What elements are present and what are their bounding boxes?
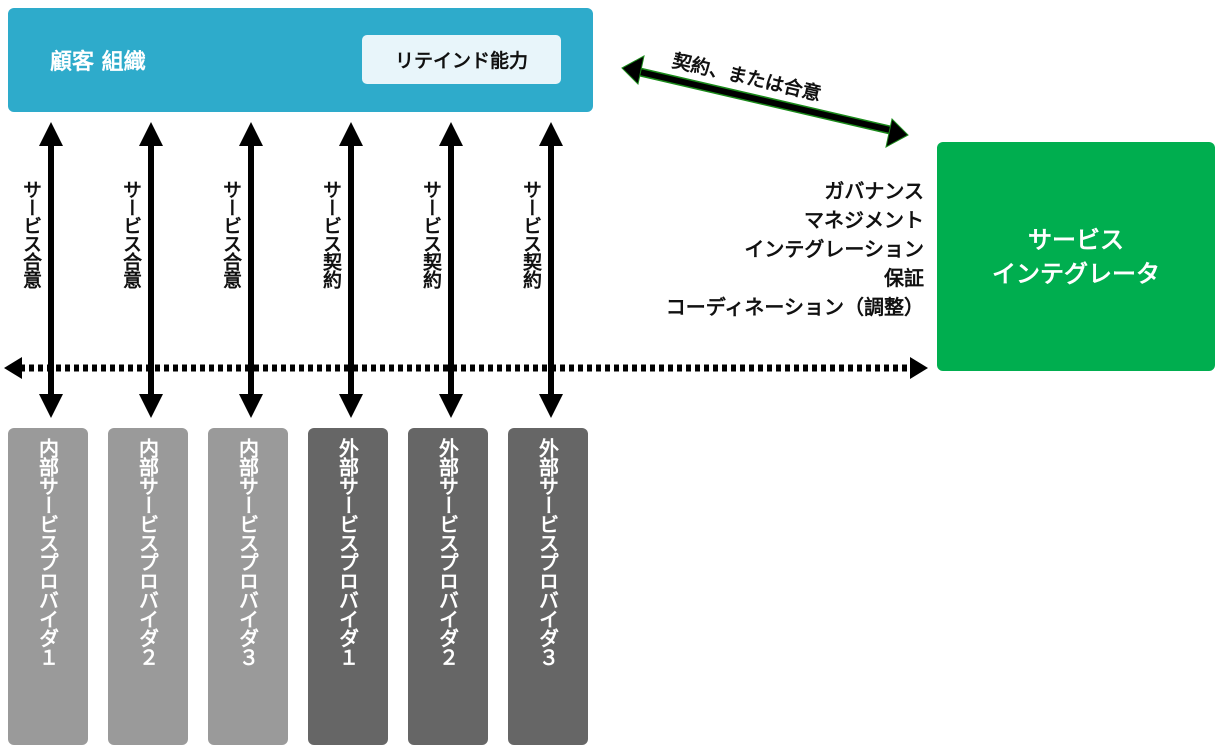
arrowhead-down [239, 394, 263, 418]
provider-label: 外部サービスプロバイダ１ [335, 438, 360, 666]
internal-service-provider-box: 内部サービスプロバイダ１ [8, 428, 88, 745]
external-service-provider-box: 外部サービスプロバイダ３ [508, 428, 588, 745]
arrowhead-up [439, 122, 463, 146]
service-integrator-box: サービスインテグレータ [937, 142, 1215, 371]
integrator-functions-list: ガバナンス マネジメント インテグレーション 保証 コーディネーション（調整） [666, 177, 924, 322]
internal-service-provider-box: 内部サービスプロバイダ２ [108, 428, 188, 745]
provider-label: 内部サービスプロバイダ２ [135, 438, 160, 666]
arrowhead-up [339, 122, 363, 146]
contract-arrow [621, 55, 909, 148]
external-service-provider-box: 外部サービスプロバイダ１ [308, 428, 388, 745]
agreement-label: サービス契約 [520, 180, 542, 288]
arrowhead-down [339, 394, 363, 418]
agreement-label: サービス契約 [320, 180, 342, 288]
function-item: コーディネーション（調整） [665, 295, 924, 319]
arrowhead-down [39, 394, 63, 418]
internal-service-provider-box: 内部サービスプロバイダ３ [208, 428, 288, 745]
agreement-label: サービス合意 [120, 180, 142, 288]
provider-label: 内部サービスプロバイダ３ [235, 438, 260, 666]
function-item: マネジメント [804, 208, 924, 232]
provider-label: 外部サービスプロバイダ２ [435, 438, 460, 666]
arrowhead-up [539, 122, 563, 146]
agreement-label: サービス合意 [220, 180, 242, 288]
provider-label: 外部サービスプロバイダ３ [535, 438, 560, 666]
agreement-label: サービス契約 [420, 180, 442, 288]
dotted-arrowhead-right [910, 357, 928, 379]
arrowhead-up [39, 122, 63, 146]
integrator-title-line2: インテグレータ [992, 259, 1160, 288]
contract-arrowhead-right [885, 117, 909, 148]
provider-label: 内部サービスプロバイダ１ [35, 438, 60, 666]
agreement-label: サービス合意 [20, 180, 42, 288]
arrowhead-down [439, 394, 463, 418]
function-item: インテグレーション [744, 237, 924, 261]
contract-arrowhead-left [621, 55, 645, 86]
external-service-provider-box: 外部サービスプロバイダ２ [408, 428, 488, 745]
arrowhead-down [139, 394, 163, 418]
arrowhead-up [139, 122, 163, 146]
arrowhead-down [539, 394, 563, 418]
function-item: ガバナンス [824, 179, 924, 203]
function-item: 保証 [884, 266, 924, 290]
retained-capability-label: リテインド能力 [394, 50, 528, 72]
integrator-title-line1: サービス [1028, 225, 1124, 254]
customer-organization-title: 顧客 組織 [50, 50, 146, 75]
arrowhead-up [239, 122, 263, 146]
retained-capability-box: リテインド能力 [362, 35, 561, 84]
dotted-arrowhead-left [4, 357, 22, 379]
